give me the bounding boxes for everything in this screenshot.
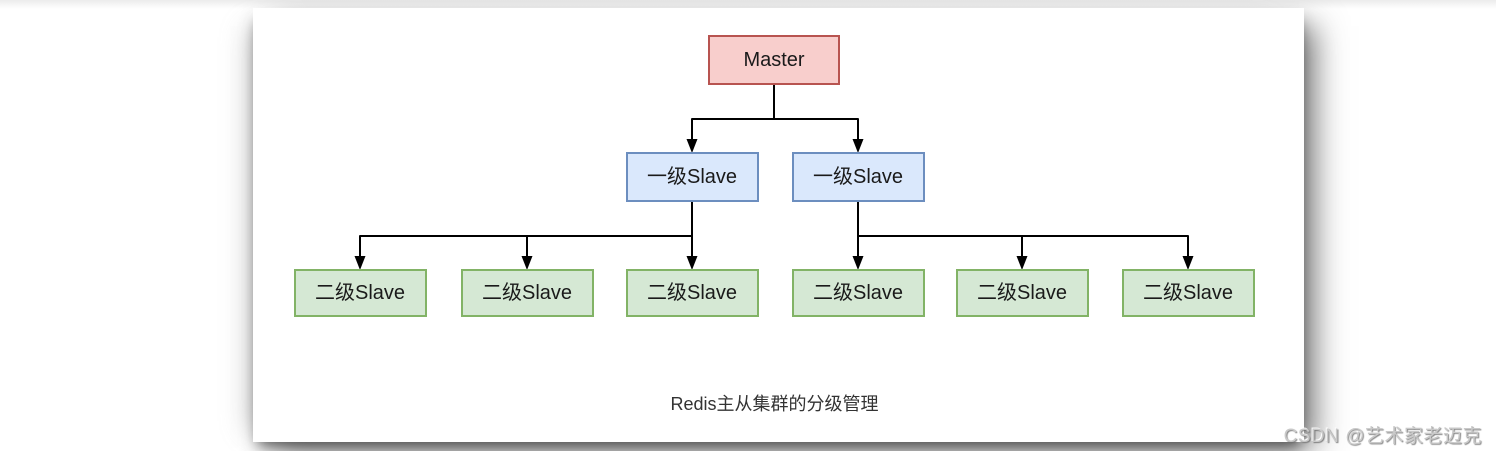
watermark-text: CSDN @艺术家老迈克 [1283,426,1482,447]
diagram-caption: Redis主从集群的分级管理 [670,394,879,414]
node-master: Master [708,35,840,85]
diagram-canvas: Master 一级Slave 一级Slave 二级Slave 二级Slave 二… [253,8,1304,442]
node-level2-slave-1: 二级Slave [293,269,427,317]
node-level2-slave-4: 二级Slave [791,269,925,317]
node-level2-slave-2: 二级Slave [460,269,594,317]
connector-arrows [354,84,1194,270]
node-level1-slave-left: 一级Slave [625,152,759,202]
node-level2-slave-3: 二级Slave [625,269,759,317]
node-level1-slave-right: 一级Slave [791,152,925,202]
node-level2-slave-6: 二级Slave [1121,269,1255,317]
node-level2-slave-5: 二级Slave [955,269,1089,317]
